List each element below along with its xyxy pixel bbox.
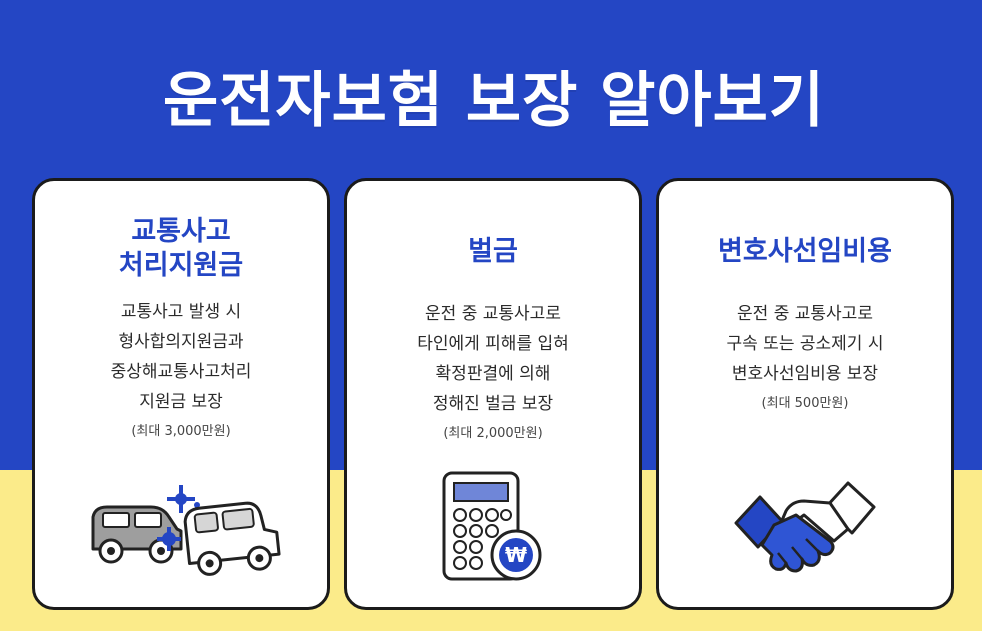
card-title: 변호사선임비용 <box>718 236 892 267</box>
card-note: (최대 500만원) <box>761 396 849 411</box>
won-symbol: ₩ <box>505 543 527 567</box>
car-crash-icon <box>35 477 327 587</box>
card-description: 교통사고 발생 시 형사합의지원금과 중상해교통사고처리 지원금 보장 <box>110 302 252 412</box>
card-lawyer-fee: 변호사선임비용 운전 중 교통사고로 구속 또는 공소제기 시 변호사선임비용 … <box>656 178 954 610</box>
handshake-icon <box>659 467 951 587</box>
card-note: (최대 3,000만원) <box>131 424 231 439</box>
card-description: 운전 중 교통사고로 타인에게 피해를 입혀 확정판결에 의해 정해진 벌금 보… <box>417 304 569 414</box>
page-title: 운전자보험 보장 알아보기 <box>163 66 825 136</box>
card-description: 운전 중 교통사고로 구속 또는 공소제기 시 변호사선임비용 보장 <box>726 304 884 384</box>
card-title: 벌금 <box>468 236 518 267</box>
edge-strip <box>982 0 988 631</box>
calculator-won-icon: ₩ <box>347 467 639 587</box>
card-note: (최대 2,000만원) <box>443 426 543 441</box>
card-title: 교통사고 처리지원금 <box>118 216 244 281</box>
card-fine: 벌금 운전 중 교통사고로 타인에게 피해를 입혀 확정판결에 의해 정해진 벌… <box>344 178 642 610</box>
card-accident-support: 교통사고 처리지원금 교통사고 발생 시 형사합의지원금과 중상해교통사고처리 … <box>32 178 330 610</box>
